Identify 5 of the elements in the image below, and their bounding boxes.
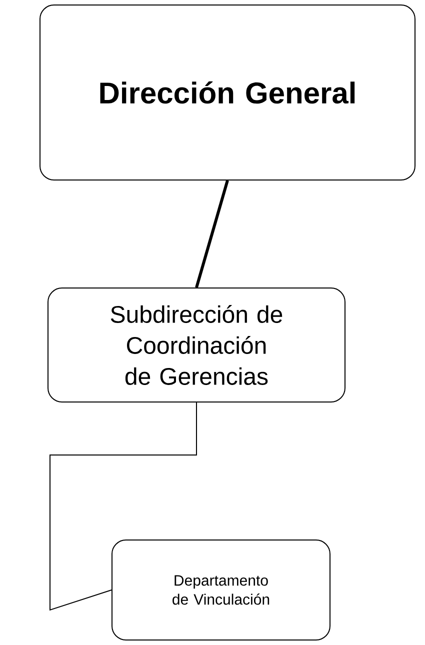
- connector-line: [50, 402, 197, 611]
- org-box: Subdirección de Coordinación de Gerencias: [48, 288, 346, 402]
- org-box: Departamento de Vinculación: [112, 540, 330, 640]
- org-box: Dirección General: [40, 4, 416, 180]
- connector-line: [195, 180, 229, 288]
